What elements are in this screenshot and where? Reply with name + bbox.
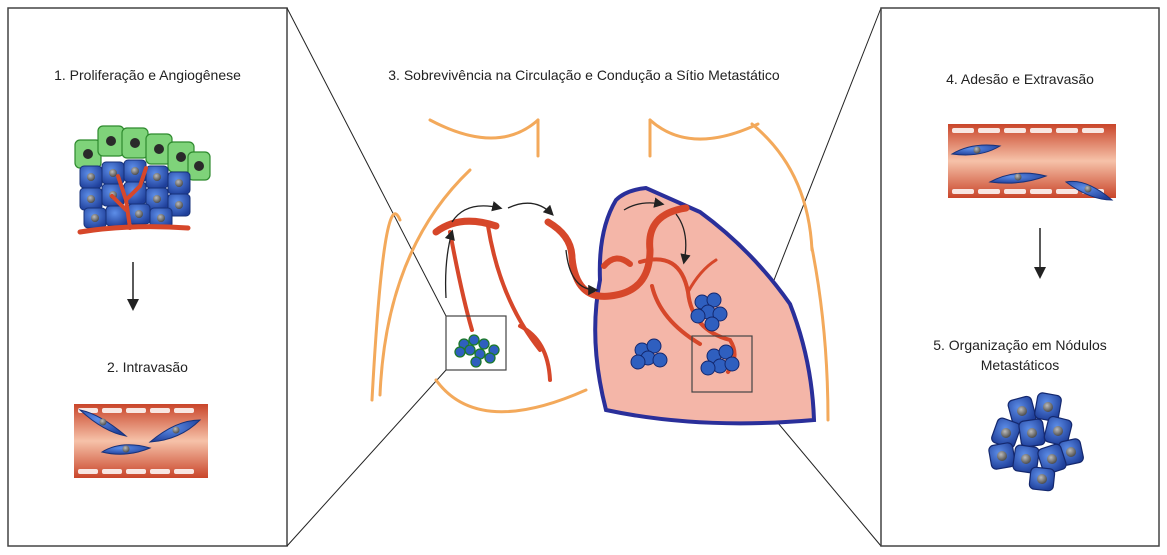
- adhesion-vessel-illustration: [948, 124, 1116, 200]
- zoom-connector-lines: [287, 8, 881, 546]
- intravasation-vessel-illustration: [74, 404, 208, 478]
- step5-label-line2: Metastáticos: [881, 356, 1159, 374]
- step1-label: 1. Proliferação e Angiogênese: [8, 66, 287, 84]
- primary-tumor-cluster: [455, 335, 499, 367]
- step2-label: 2. Intravasão: [8, 358, 287, 376]
- step3-label: 3. Sobrevivência na Circulação e Conduçã…: [300, 66, 868, 84]
- step4-label: 4. Adesão e Extravasão: [881, 70, 1159, 88]
- step5-label-line1: 5. Organização em Nódulos: [881, 336, 1159, 354]
